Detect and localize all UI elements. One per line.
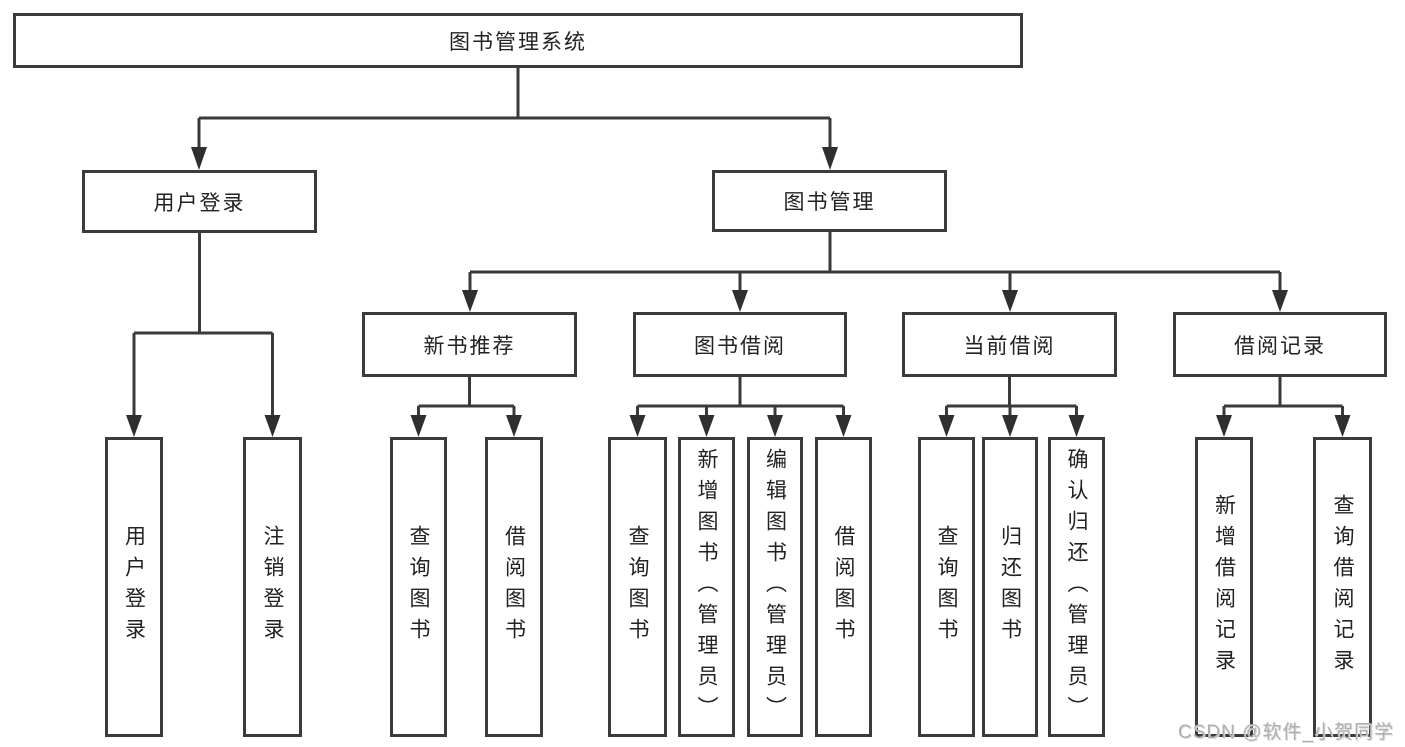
node-label: 当前借阅	[963, 334, 1056, 358]
node-label: 查询图书	[407, 525, 430, 649]
leaf-node-user-login: 用户登录	[105, 437, 163, 737]
leaf-node-borrow-books-recommend: 借阅图书	[485, 437, 543, 737]
node-label: 新增借阅记录	[1212, 494, 1236, 680]
node-label: 图书管理系统	[449, 30, 587, 54]
node-label: 用户登录	[153, 191, 246, 215]
node-new-book-recommend: 新书推荐	[362, 312, 577, 377]
node-label: 借阅记录	[1234, 334, 1326, 358]
leaf-node-query-borrow-record: 查询借阅记录	[1313, 437, 1372, 737]
leaf-node-borrow-books: 借阅图书	[815, 437, 872, 737]
leaf-node-edit-books-admin: 编辑图书（管理员）	[747, 437, 803, 737]
node-label: 图书借阅	[694, 334, 786, 358]
leaf-node-add-books-admin: 新增图书（管理员）	[678, 437, 735, 737]
node-book-management: 图书管理	[712, 170, 947, 232]
node-label: 借阅图书	[502, 525, 526, 649]
leaf-node-query-books-recommend: 查询图书	[390, 437, 447, 737]
node-label: 查询图书	[626, 525, 649, 649]
leaf-node-confirm-return-admin: 确认归还（管理员）	[1048, 437, 1105, 737]
node-label: 查询借阅记录	[1331, 494, 1354, 680]
node-label: 新书推荐	[423, 334, 516, 358]
node-library-system: 图书管理系统	[13, 13, 1023, 68]
leaf-node-query-books-borrow: 查询图书	[608, 437, 667, 737]
node-label: 归还图书	[998, 525, 1022, 649]
leaf-node-return-books: 归还图书	[982, 437, 1038, 737]
node-current-borrow: 当前借阅	[902, 312, 1117, 377]
node-label: 编辑图书（管理员）	[763, 447, 787, 727]
leaf-node-add-borrow-record: 新增借阅记录	[1195, 437, 1253, 737]
node-label: 查询图书	[935, 525, 958, 649]
node-label: 用户登录	[122, 525, 146, 649]
node-user-login: 用户登录	[82, 170, 317, 233]
leaf-node-query-books-current: 查询图书	[918, 437, 975, 737]
watermark: CSDN @软件_小贺同学	[1178, 722, 1394, 743]
node-book-borrow: 图书借阅	[633, 312, 847, 377]
node-label: 借阅图书	[832, 525, 855, 649]
node-label: 确认归还（管理员）	[1065, 447, 1088, 727]
node-label: 新增图书（管理员）	[695, 447, 718, 727]
node-borrow-records: 借阅记录	[1173, 312, 1387, 377]
node-label: 注销登录	[261, 525, 284, 649]
leaf-node-logout: 注销登录	[243, 437, 302, 737]
arrowhead-icons	[126, 147, 1351, 437]
node-label: 图书管理	[783, 191, 876, 214]
